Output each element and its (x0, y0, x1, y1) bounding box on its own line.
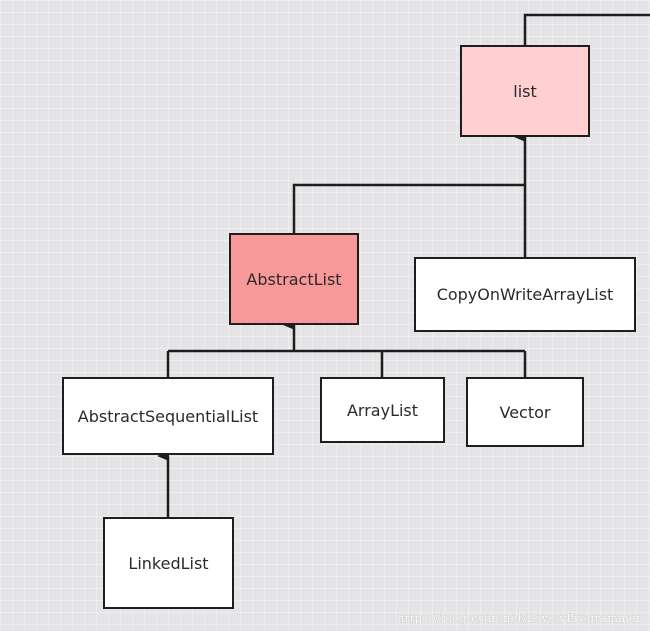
node-vector: Vector (466, 377, 584, 447)
watermark-text: https://blog.csdn.net/LovelyProgrammer (397, 612, 642, 625)
node-copy-on-write-array-list: CopyOnWriteArrayList (414, 257, 636, 332)
node-abstract-sequential-list: AbstractSequentialList (62, 377, 274, 455)
edge-list-parent (523, 13, 650, 45)
edge-abstractlist-to-list (292, 183, 525, 233)
node-list: list (460, 45, 590, 137)
node-array-list: ArrayList (320, 377, 445, 443)
node-abstract-list: AbstractList (229, 233, 359, 325)
node-linked-list: LinkedList (103, 517, 234, 609)
